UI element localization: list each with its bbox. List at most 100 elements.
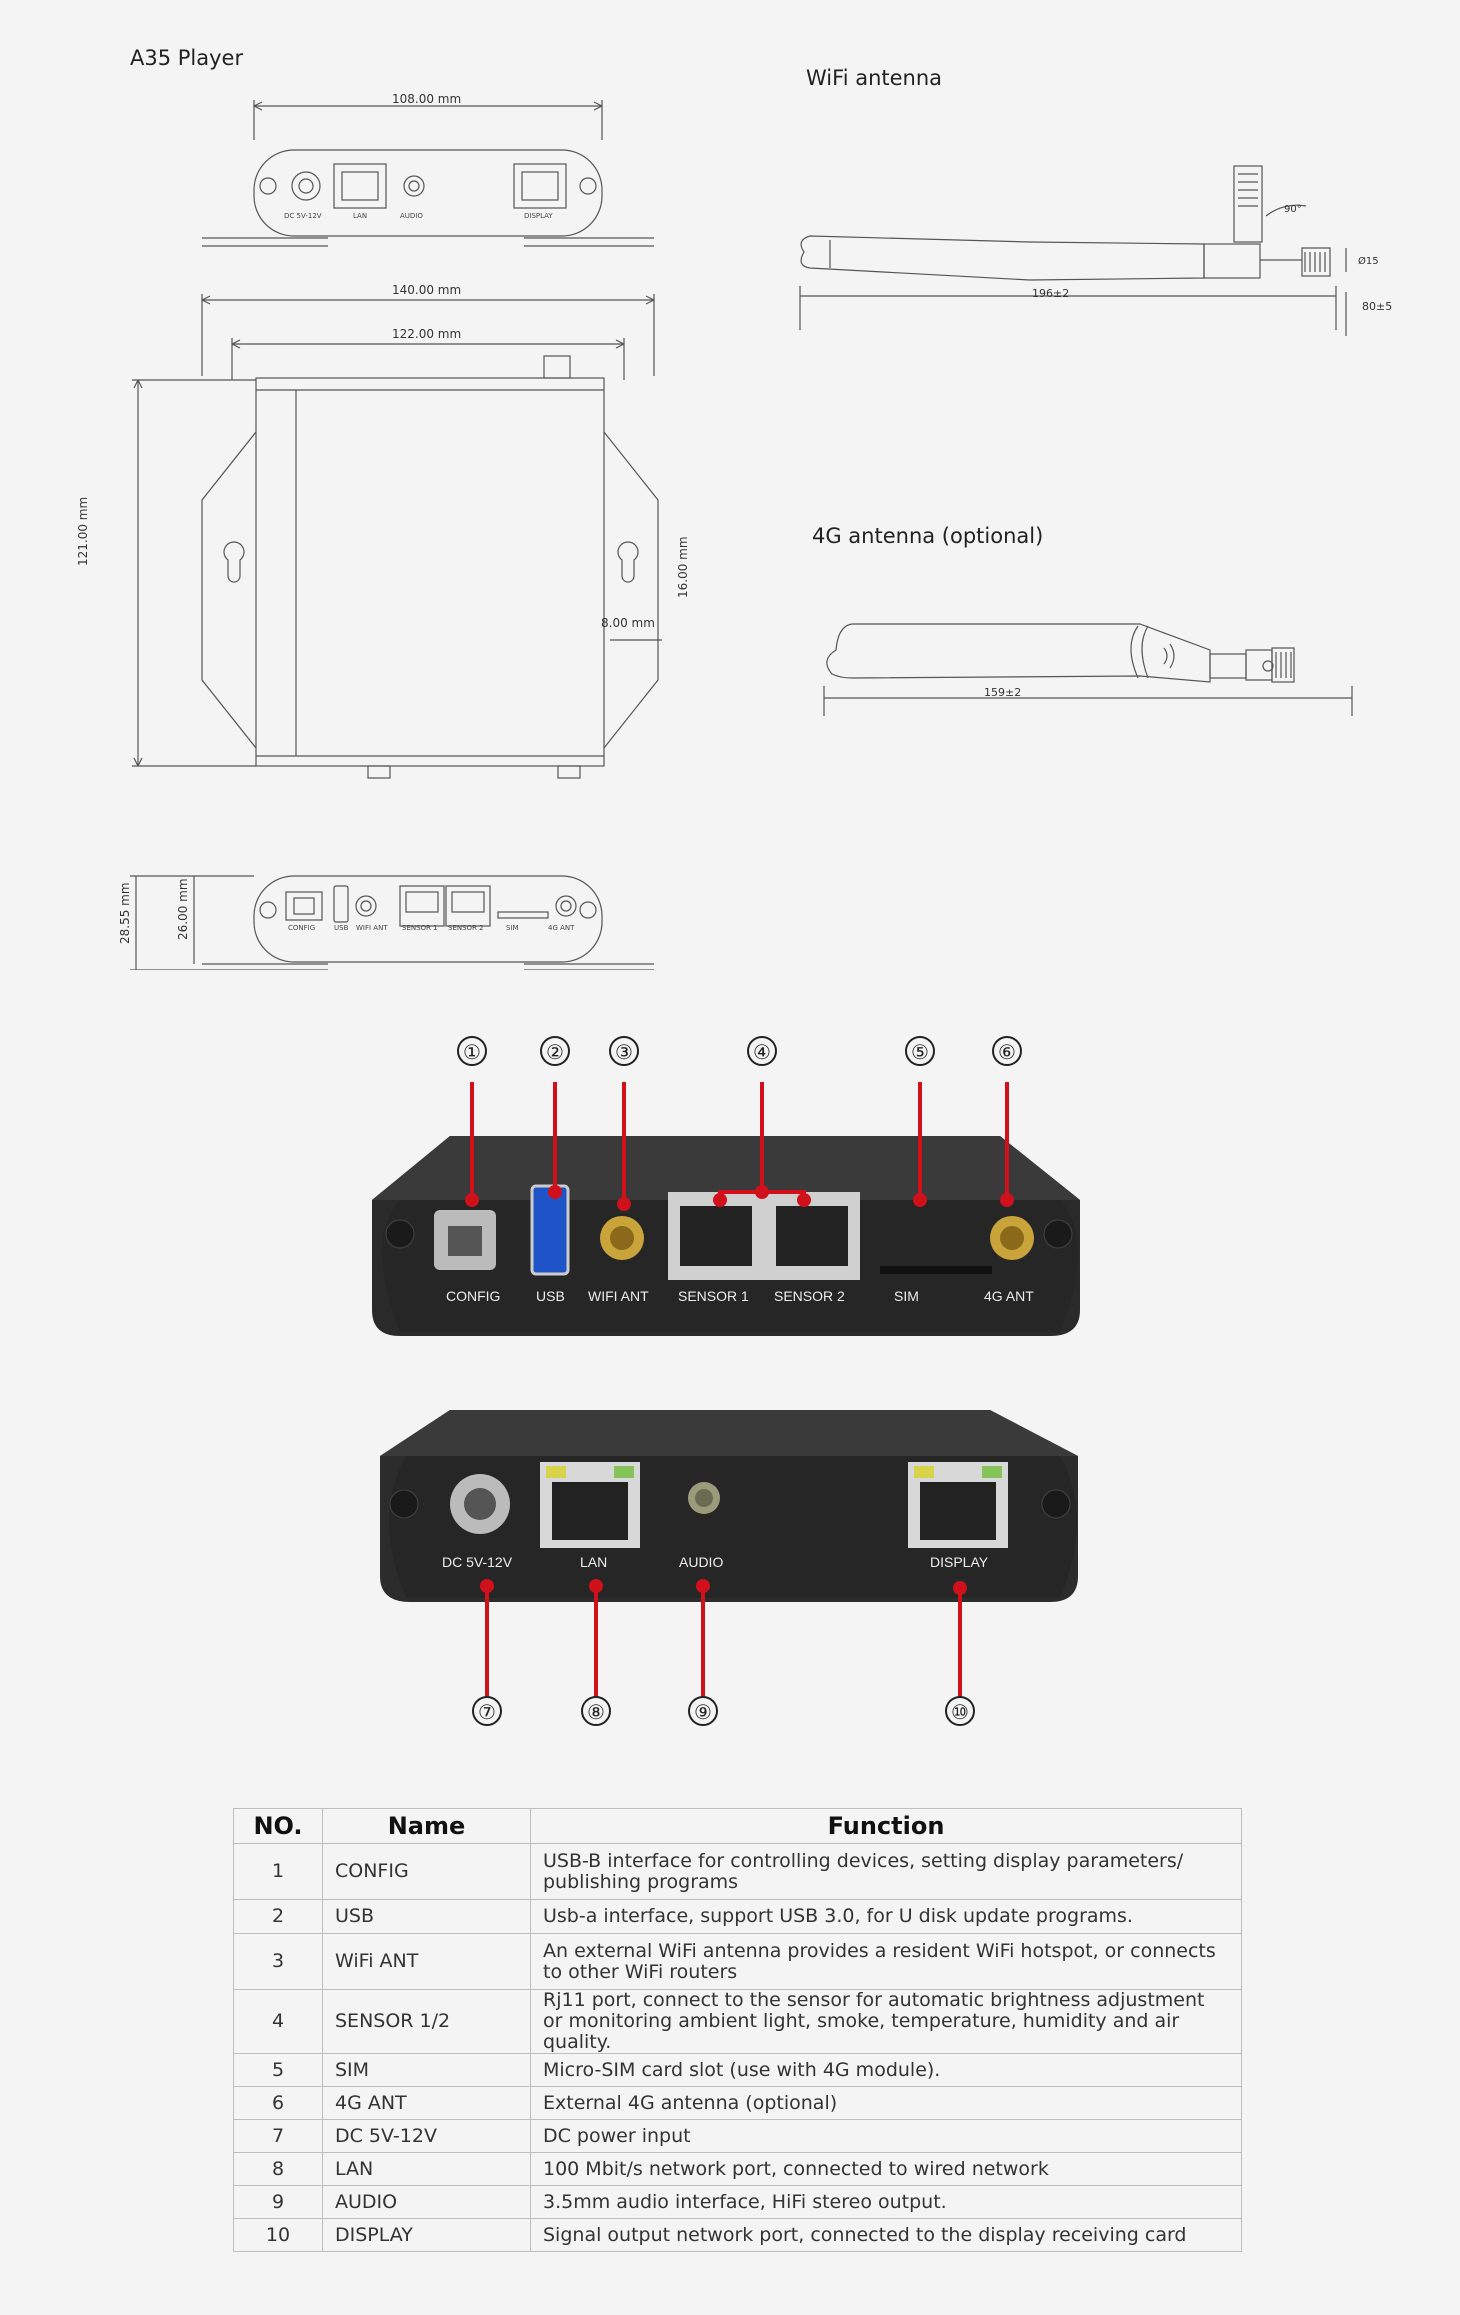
dim-top-width: 108.00 mm [392, 92, 462, 106]
row-no: 9 [233, 2185, 323, 2219]
row-function: External 4G antenna (optional) [530, 2086, 1242, 2120]
row-name: USB [322, 1899, 531, 1934]
row-no: 2 [233, 1899, 323, 1934]
callout-5: ⑤ [905, 1036, 935, 1066]
row-function: DC power input [530, 2119, 1242, 2153]
drawing-label-config: CONFIG [288, 924, 316, 932]
back-callout-lines [480, 1579, 967, 1700]
function-table: NO. Name Function 1 CONFIG USB-B interfa… [233, 1808, 1242, 2252]
back-label-lan: LAN [580, 1554, 608, 1570]
row-function: Usb-a interface, support USB 3.0, for U … [530, 1899, 1242, 1934]
front-label-sensor1: SENSOR 1 [678, 1288, 749, 1304]
row-function: Micro-SIM card slot (use with 4G module)… [530, 2053, 1242, 2087]
row-name: 4G ANT [322, 2086, 531, 2120]
row-name: DC 5V-12V [322, 2119, 531, 2153]
header-name: Name [322, 1808, 531, 1844]
front-label-config: CONFIG [446, 1288, 501, 1304]
wifi-antenna-title: WiFi antenna [806, 66, 943, 90]
callout-2: ② [540, 1036, 570, 1066]
dim-hole-edge: 8.00 mm [601, 616, 655, 630]
drawing-label-usb: USB [334, 924, 349, 932]
row-function: 100 Mbit/s network port, connected to wi… [530, 2152, 1242, 2186]
row-function: Rj11 port, connect to the sensor for aut… [530, 1989, 1242, 2054]
dim-hole-offset: 16.00 mm [676, 536, 690, 598]
wifi-antenna-drawing [799, 165, 1347, 336]
front-callout-lines [465, 1082, 1014, 1211]
lte-antenna-drawing [823, 623, 1353, 716]
front-label-usb: USB [536, 1288, 565, 1304]
table-row: 7 DC 5V-12V DC power input [233, 2119, 1242, 2153]
row-name: LAN [322, 2152, 531, 2186]
lte-length-label: 159±2 [984, 686, 1022, 699]
front-label-wifi-ant: WIFI ANT [588, 1288, 649, 1304]
wifi-base-label: 80±5 [1362, 300, 1393, 313]
dim-height: 121.00 mm [76, 496, 90, 566]
header-no: NO. [233, 1808, 323, 1844]
front-label-sensor2: SENSOR 2 [774, 1288, 845, 1304]
dim-body-height: 26.00 mm [176, 878, 190, 940]
drawing-label-display: DISPLAY [524, 212, 553, 220]
callout-4: ④ [747, 1036, 777, 1066]
back-label-audio: AUDIO [679, 1554, 724, 1570]
drawing-label-4g: 4G ANT [548, 924, 575, 932]
row-no: 3 [233, 1933, 323, 1990]
row-name: SENSOR 1/2 [322, 1989, 531, 2054]
row-name: AUDIO [322, 2185, 531, 2219]
drawing-label-lan: LAN [353, 212, 368, 220]
table-header-row: NO. Name Function [233, 1808, 1242, 1844]
row-name: SIM [322, 2053, 531, 2087]
callout-6: ⑥ [992, 1036, 1022, 1066]
table-row: 8 LAN 100 Mbit/s network port, connected… [233, 2152, 1242, 2186]
table-row: 9 AUDIO 3.5mm audio interface, HiFi ster… [233, 2185, 1242, 2219]
row-name: CONFIG [322, 1843, 531, 1900]
drawing-label-dc: DC 5V-12V [284, 212, 322, 220]
header-function: Function [530, 1808, 1242, 1844]
table-row: 2 USB Usb-a interface, support USB 3.0, … [233, 1899, 1242, 1934]
back-label-dc: DC 5V-12V [442, 1554, 513, 1570]
lte-antenna-title: 4G antenna (optional) [812, 524, 1044, 548]
callout-7: ⑦ [472, 1696, 502, 1726]
callout-9: ⑨ [688, 1696, 718, 1726]
front-panel-photo [372, 1136, 1080, 1336]
row-function: USB-B interface for controlling devices,… [530, 1843, 1242, 1900]
row-no: 6 [233, 2086, 323, 2120]
dim-total-height: 28.55 mm [118, 882, 132, 944]
row-no: 1 [233, 1843, 323, 1900]
table-row: 5 SIM Micro-SIM card slot (use with 4G m… [233, 2053, 1242, 2087]
table-row: 4 SENSOR 1/2 Rj11 port, connect to the s… [233, 1989, 1242, 2054]
drawing-label-wifi: WIFI ANT [356, 924, 388, 932]
drawing-label-sim: SIM [506, 924, 519, 932]
back-panel-photo [380, 1410, 1078, 1602]
row-function: Signal output network port, connected to… [530, 2218, 1242, 2252]
row-no: 4 [233, 1989, 323, 2054]
callout-8: ⑧ [581, 1696, 611, 1726]
table-row: 3 WiFi ANT An external WiFi antenna prov… [233, 1933, 1242, 1990]
row-no: 8 [233, 2152, 323, 2186]
table-row: 6 4G ANT External 4G antenna (optional) [233, 2086, 1242, 2120]
drawing-label-audio: AUDIO [400, 212, 423, 220]
front-label-sim: SIM [894, 1288, 919, 1304]
row-no: 10 [233, 2218, 323, 2252]
callout-3: ③ [609, 1036, 639, 1066]
dim-inner-width: 122.00 mm [392, 327, 462, 341]
row-function: An external WiFi antenna provides a resi… [530, 1933, 1242, 1990]
callout-10: ⑩ [945, 1696, 975, 1726]
table-row: 10 DISPLAY Signal output network port, c… [233, 2218, 1242, 2252]
callout-1: ① [457, 1036, 487, 1066]
front-label-4g-ant: 4G ANT [984, 1288, 1034, 1304]
dimension-drawing [130, 100, 662, 970]
row-name: WiFi ANT [322, 1933, 531, 1990]
row-no: 7 [233, 2119, 323, 2153]
row-name: DISPLAY [322, 2218, 531, 2252]
row-function: 3.5mm audio interface, HiFi stereo outpu… [530, 2185, 1242, 2219]
dim-outer-width: 140.00 mm [392, 283, 462, 297]
row-no: 5 [233, 2053, 323, 2087]
drawing-label-sensor1: SENSOR 1 [402, 924, 438, 932]
wifi-angle-label: 90° [1284, 204, 1302, 215]
wifi-dia-label: Ø15 [1358, 256, 1379, 267]
drawing-label-sensor2: SENSOR 2 [448, 924, 484, 932]
back-label-display: DISPLAY [930, 1554, 989, 1570]
table-row: 1 CONFIG USB-B interface for controlling… [233, 1843, 1242, 1900]
player-title: A35 Player [130, 46, 244, 70]
wifi-length-label: 196±2 [1032, 287, 1070, 300]
